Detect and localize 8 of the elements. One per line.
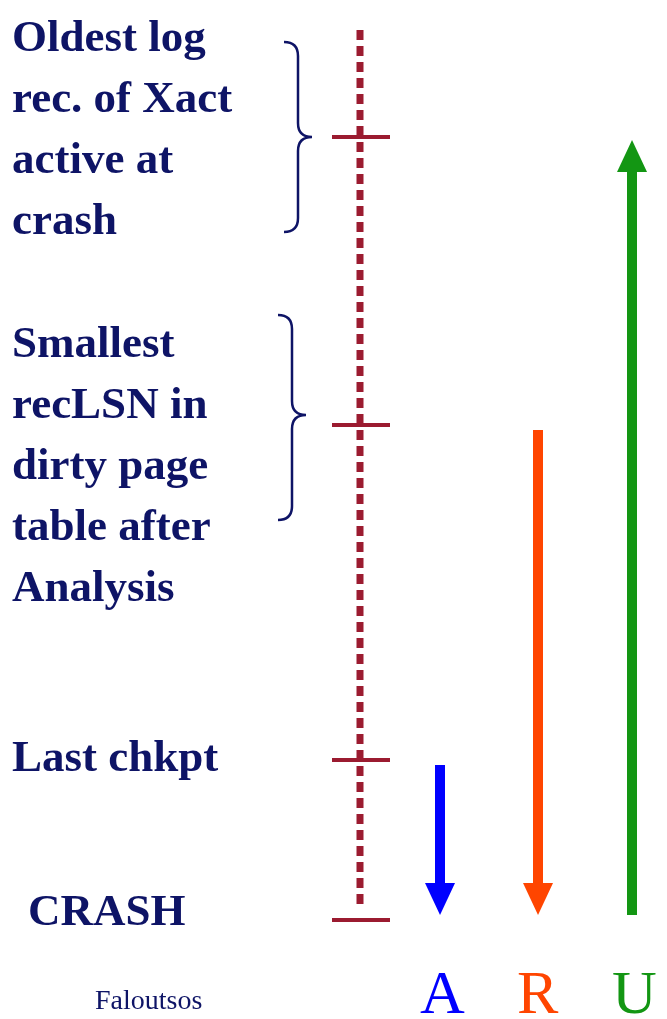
pass-letter: A — [420, 958, 465, 1019]
timeline-label: Last chkpt — [12, 730, 220, 783]
crash-label: CRASH — [28, 884, 187, 937]
pass-letter: R — [517, 958, 559, 1019]
pass-letter: U — [612, 958, 657, 1019]
timeline-label: Oldest log rec. of Xact active at crash — [12, 10, 234, 246]
author-credit: Faloutsos — [95, 985, 203, 1016]
timeline-label: Smallest recLSN in dirty page table after Analysis — [12, 316, 211, 613]
